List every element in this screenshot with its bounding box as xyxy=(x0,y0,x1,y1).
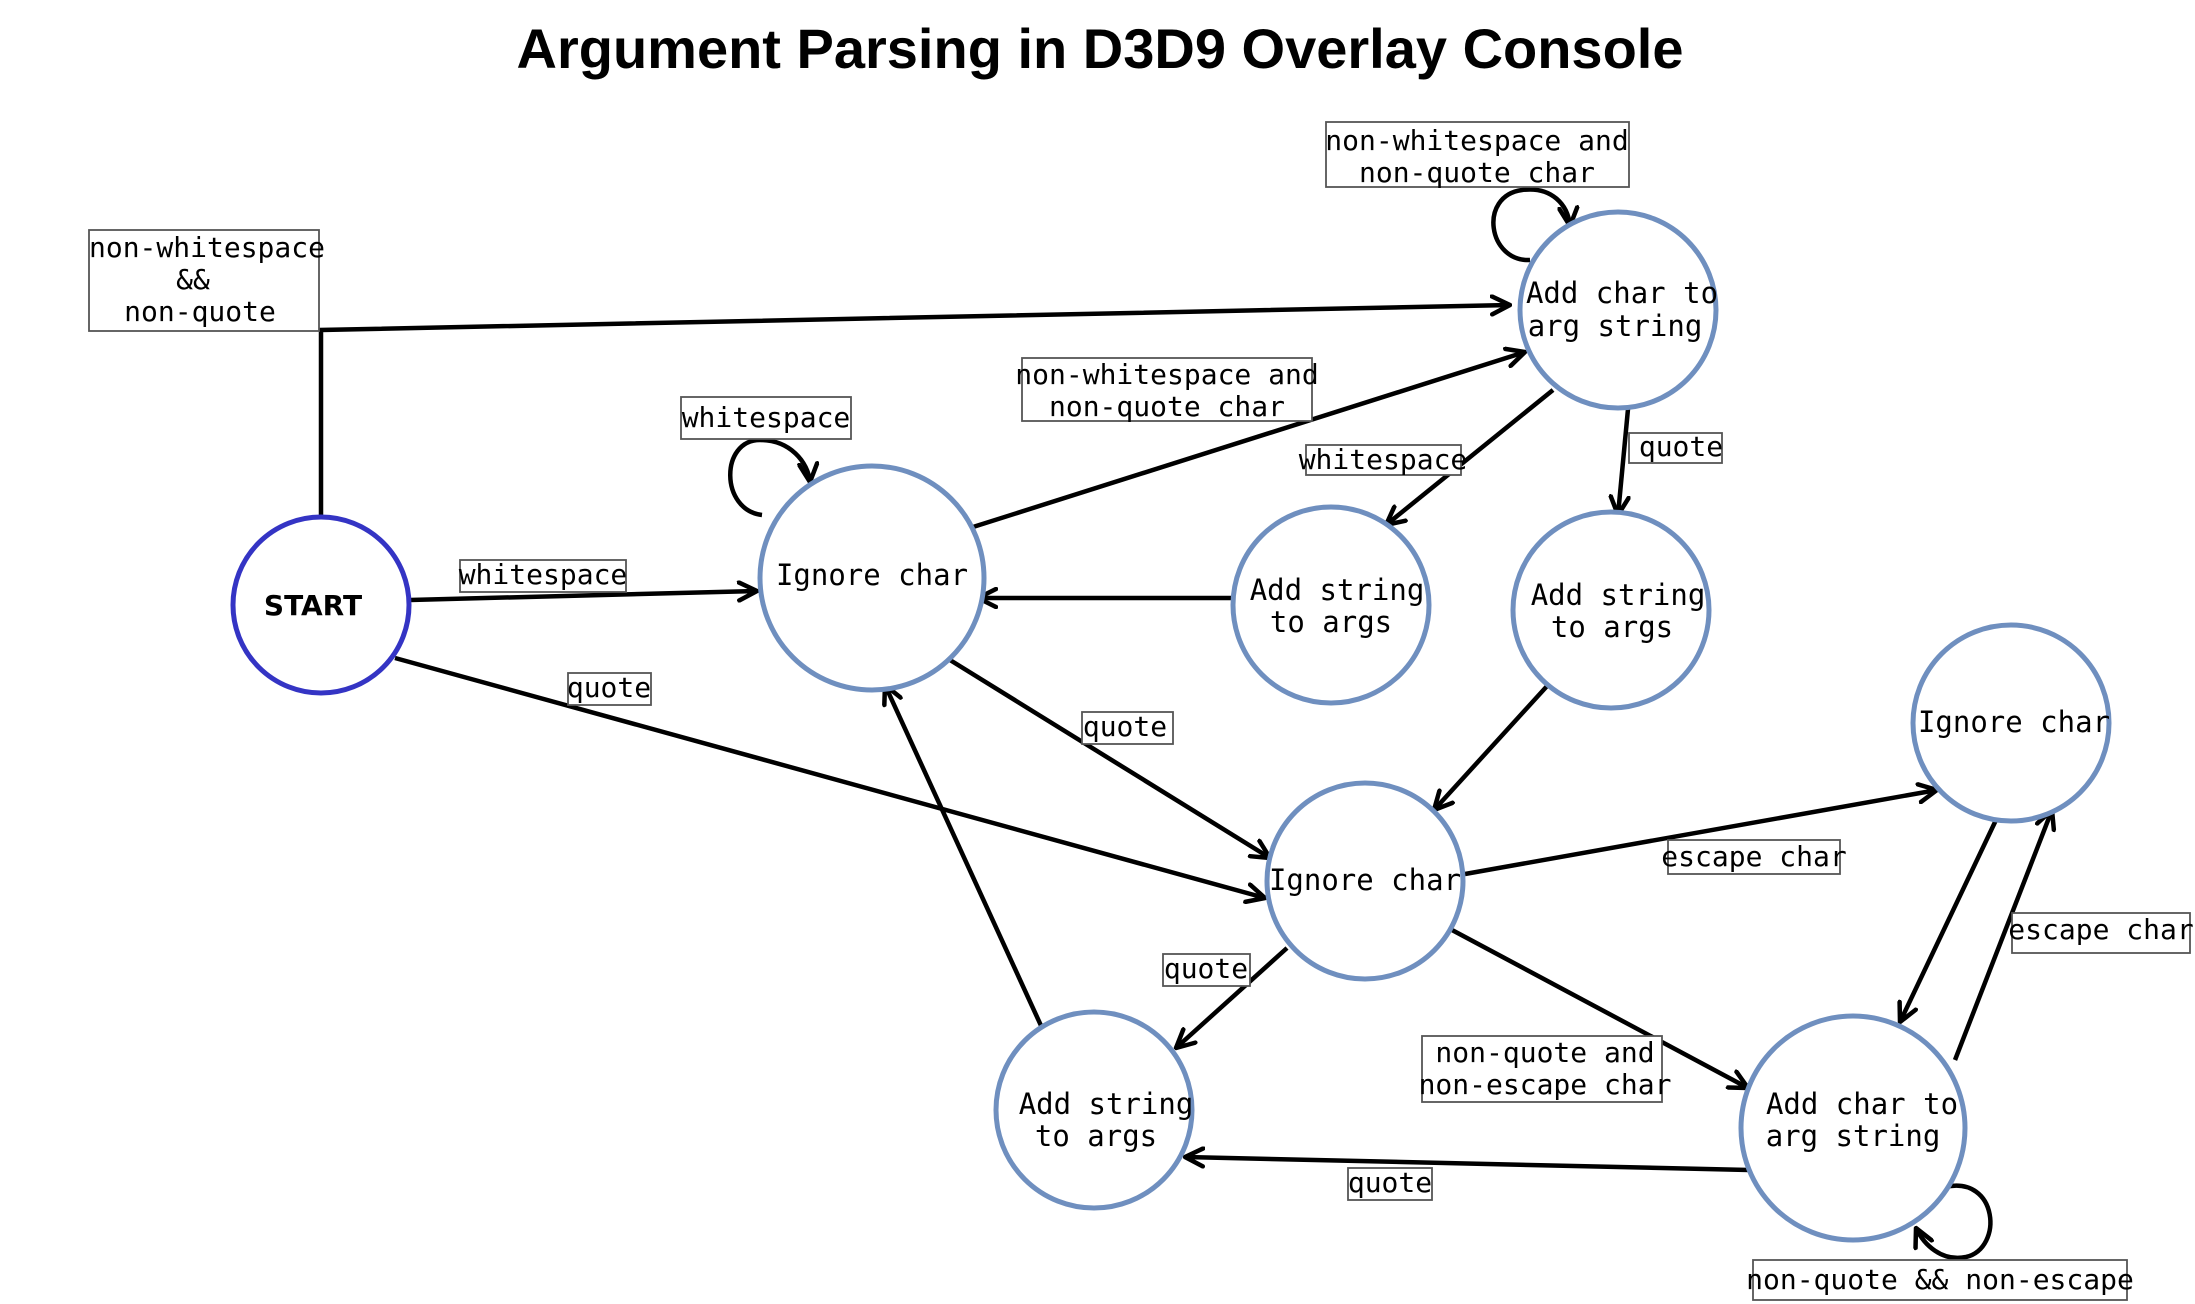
node-ignore-escape-label: Ignore char xyxy=(1918,705,2110,739)
label-line: && xyxy=(176,263,210,296)
label-add-char-to-add-string-bottom: quote xyxy=(1347,1166,1433,1201)
label-line: quote xyxy=(1164,952,1248,985)
node-add-string-2: Add string to args xyxy=(1510,509,1712,711)
label-add-char-bottom-to-escape: escape char xyxy=(2008,912,2194,954)
edge-add-char-bottom-to-ignore-escape xyxy=(1952,810,2052,1061)
label-ignore-self: whitespace xyxy=(680,396,852,440)
label-line: whitespace xyxy=(682,401,851,434)
label-line: non-quote char xyxy=(1049,390,1285,423)
edge-ignore-quote-to-add-char-bottom xyxy=(1450,928,1748,1088)
edge-ignore-quote-to-ignore-escape xyxy=(1464,790,1937,877)
edge-start-to-add-char-top xyxy=(318,305,1510,516)
node-add-char-bottom-line2: arg string xyxy=(1766,1119,1941,1153)
label-add-char-to-add-string-1: whitespace xyxy=(1299,443,1468,476)
label-ignore-to-add-char: non-whitespace and non-quote char xyxy=(1015,357,1319,423)
label-ignore-quote-to-escape: escape char xyxy=(1661,839,1847,875)
node-add-string-bottom: Add string to args xyxy=(993,1009,1195,1211)
label-start-to-ignore-quote: quote xyxy=(567,671,652,706)
node-add-char-top-line2: arg string xyxy=(1528,309,1703,343)
node-add-string-bottom-line2: to args xyxy=(1035,1119,1157,1153)
label-line: non-escape char xyxy=(1419,1068,1672,1101)
label-line: non-quote char xyxy=(1359,156,1595,189)
node-start-label: START xyxy=(264,589,362,622)
node-add-char-top: Add char to arg string xyxy=(1517,209,1719,411)
node-ignore-escape: Ignore char xyxy=(1910,622,2112,824)
node-ignore-whitespace-label: Ignore char xyxy=(776,558,968,592)
edge-add-char-to-add-string-2 xyxy=(1618,408,1628,515)
label-add-char-top-self: non-whitespace and non-quote char xyxy=(1325,121,1630,189)
node-add-string-2-line1: Add string xyxy=(1531,578,1706,612)
label-line: non-whitespace xyxy=(89,231,325,264)
label-line: non-quote && non-escape xyxy=(1746,1263,2134,1296)
node-ignore-quote-label: Ignore char xyxy=(1269,863,1461,897)
edge-add-string-bottom-to-ignore xyxy=(885,685,1046,1031)
label-line: non-whitespace and xyxy=(1015,358,1318,391)
edge-ignore-to-ignore-quote xyxy=(948,658,1270,858)
label-start-to-ignore: whitespace xyxy=(459,558,628,593)
diagram-title: Argument Parsing in D3D9 Overlay Console xyxy=(517,17,1684,80)
self-loop-ignore-whitespace xyxy=(728,437,810,518)
label-line: escape char xyxy=(2008,913,2193,946)
node-add-char-bottom: Add char to arg string xyxy=(1738,1013,1968,1243)
label-line: whitespace xyxy=(459,558,628,591)
edge-start-to-ignore-whitespace xyxy=(409,591,757,600)
label-line: quote xyxy=(1083,710,1167,743)
label-start-to-add-char: non-whitespace && non-quote xyxy=(88,229,325,332)
label-line: non-quote and xyxy=(1435,1036,1654,1069)
node-start: START xyxy=(230,514,412,696)
label-line: escape char xyxy=(1661,840,1846,873)
label-add-char-bottom-self: non-quote && non-escape xyxy=(1746,1259,2134,1301)
node-add-string-1-line2: to args xyxy=(1270,605,1392,639)
label-ignore-to-ignore-quote: quote xyxy=(1081,710,1174,745)
node-add-string-1-line1: Add string xyxy=(1250,573,1425,607)
edge-start-to-ignore-quote xyxy=(394,655,1265,898)
edge-add-string-2-to-ignore-quote xyxy=(1434,683,1550,810)
node-add-char-bottom-line1: Add char to xyxy=(1766,1087,1958,1121)
edge-add-char-to-add-string-1 xyxy=(1386,388,1555,525)
edge-ignore-escape-to-add-char-bottom xyxy=(1900,819,1999,1022)
node-add-string-bottom-line1: Add string xyxy=(1019,1087,1194,1121)
label-line: non-quote xyxy=(124,295,276,328)
self-loop-add-char-top xyxy=(1491,187,1570,263)
self-loop-add-char-bottom xyxy=(1916,1183,1993,1261)
label-line: quote xyxy=(1639,430,1723,463)
node-add-string-1: Add string to args xyxy=(1230,504,1432,706)
label-ignore-quote-to-add-string: quote xyxy=(1162,952,1251,987)
label-add-char-to-add-string-2: quote xyxy=(1628,430,1723,464)
label-line: non-whitespace and xyxy=(1325,124,1628,157)
node-add-string-2-line2: to args xyxy=(1551,610,1673,644)
node-ignore-whitespace: Ignore char xyxy=(757,463,987,693)
label-line: whitespace xyxy=(1299,443,1468,476)
label-ignore-quote-to-add-char: non-quote and non-escape char xyxy=(1419,1035,1672,1103)
edge-ignore-to-add-char-top xyxy=(972,352,1525,530)
label-line: quote xyxy=(1348,1166,1432,1199)
edge-add-char-bottom-to-add-string-bottom xyxy=(1185,1157,1750,1173)
node-ignore-quote: Ignore char xyxy=(1264,780,1466,982)
edge-ignore-quote-to-add-string-bottom xyxy=(1176,946,1289,1048)
label-line: quote xyxy=(567,671,651,704)
node-add-char-top-line1: Add char to xyxy=(1526,276,1718,310)
